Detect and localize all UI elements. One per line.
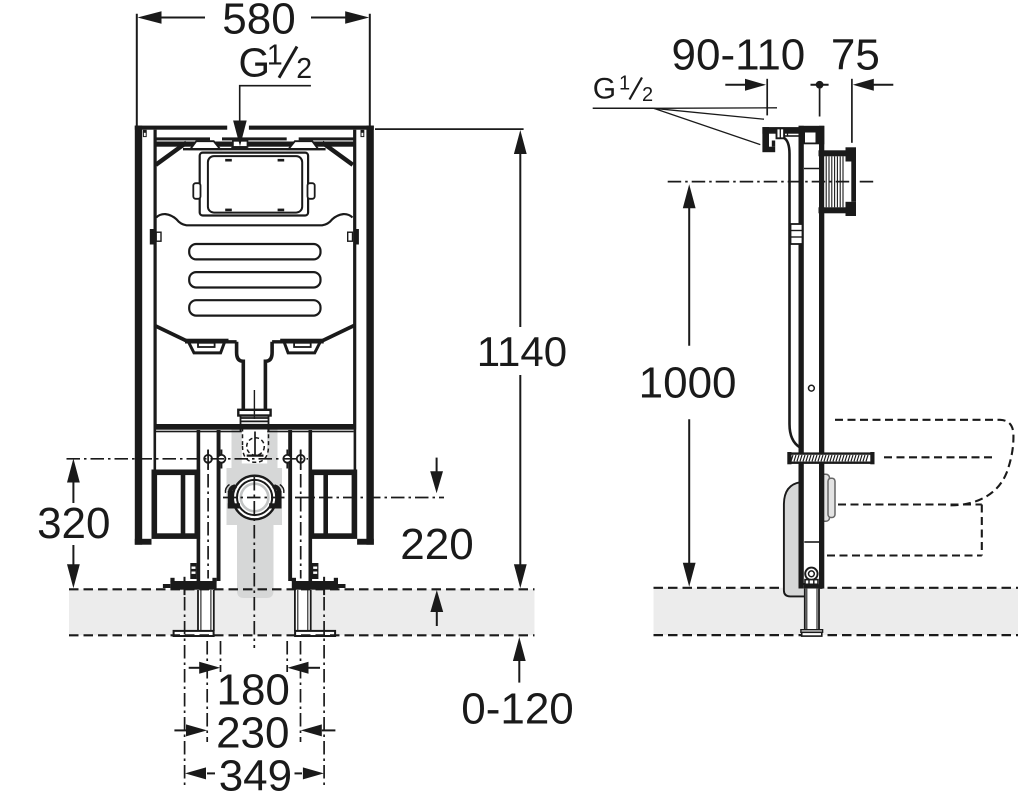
svg-text:G: G (593, 73, 616, 106)
svg-text:90-110: 90-110 (672, 30, 806, 79)
svg-text:2: 2 (296, 53, 312, 85)
svg-text:1: 1 (267, 40, 283, 72)
svg-text:75: 75 (831, 30, 880, 79)
svg-text:349: 349 (219, 751, 292, 797)
svg-text:1: 1 (619, 73, 630, 95)
svg-text:0-120: 0-120 (461, 685, 574, 734)
svg-text:230: 230 (216, 708, 289, 757)
svg-text:220: 220 (400, 520, 473, 569)
svg-text:580: 580 (222, 0, 295, 44)
svg-text:G: G (239, 40, 271, 86)
svg-text:2: 2 (642, 84, 653, 106)
svg-text:180: 180 (216, 666, 289, 715)
svg-text:320: 320 (37, 499, 110, 548)
svg-text:1000: 1000 (639, 359, 737, 408)
svg-text:1140: 1140 (477, 328, 567, 375)
